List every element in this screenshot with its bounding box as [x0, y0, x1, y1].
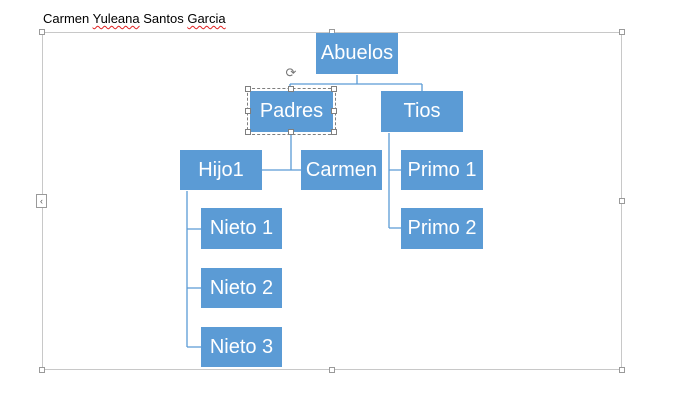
- frame-handle-bottom-left[interactable]: [39, 367, 45, 373]
- connector-tios: [388, 133, 401, 229]
- rotate-icon[interactable]: ⟳: [285, 65, 297, 80]
- node-nieto-3[interactable]: Nieto 3: [201, 327, 282, 367]
- document-text-line[interactable]: Carmen Yuleana Santos Garcia: [43, 11, 226, 26]
- connector-hijo1: [186, 191, 201, 348]
- author-last-name: Santos: [139, 11, 188, 26]
- selection-handle-bottom-left[interactable]: [245, 129, 251, 135]
- node-carmen[interactable]: Carmen: [301, 150, 382, 190]
- selection-handle-top-middle[interactable]: [288, 86, 294, 92]
- node-nieto-1[interactable]: Nieto 1: [201, 208, 282, 249]
- author-second-last-name: Garcia: [187, 11, 226, 26]
- selection-handle-top-right[interactable]: [331, 86, 337, 92]
- author-middle-name: Yuleana: [92, 11, 140, 26]
- connector-padres: [262, 133, 301, 171]
- selection-handle-bottom-right[interactable]: [331, 129, 337, 135]
- frame-handle-bottom-right[interactable]: [619, 367, 625, 373]
- node-primo-1[interactable]: Primo 1: [401, 150, 483, 190]
- frame-handle-top-left[interactable]: [39, 29, 45, 35]
- node-primo-2[interactable]: Primo 2: [401, 208, 483, 249]
- connector-root: [289, 75, 423, 91]
- selection-handle-middle-right[interactable]: [331, 108, 337, 114]
- node-hijo1[interactable]: Hijo1: [180, 150, 262, 190]
- frame-handle-bottom-middle[interactable]: [329, 367, 335, 373]
- node-abuelos[interactable]: Abuelos: [316, 33, 398, 74]
- frame-handle-top-right[interactable]: [619, 29, 625, 35]
- text-pane-expander[interactable]: ‹: [36, 194, 47, 208]
- node-padres[interactable]: Padres: [247, 88, 336, 135]
- node-tios[interactable]: Tios: [381, 91, 463, 132]
- chevron-left-icon: ‹: [40, 196, 43, 206]
- author-first-name: Carmen: [43, 11, 93, 26]
- selection-handle-bottom-middle[interactable]: [288, 129, 294, 135]
- frame-handle-middle-right[interactable]: [619, 198, 625, 204]
- node-nieto-2[interactable]: Nieto 2: [201, 268, 282, 308]
- selection-handle-top-left[interactable]: [245, 86, 251, 92]
- selection-handle-middle-left[interactable]: [245, 108, 251, 114]
